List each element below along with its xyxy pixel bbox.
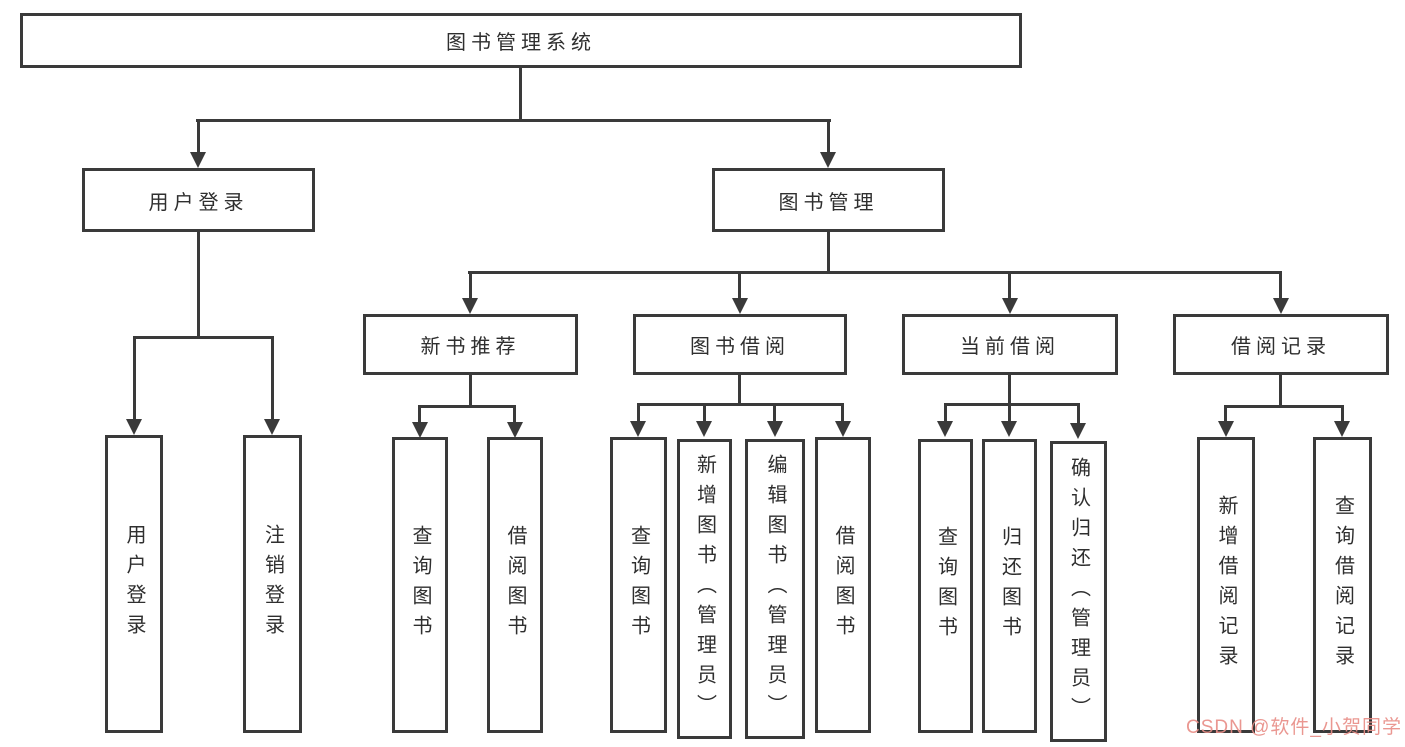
connector-stub xyxy=(773,403,776,423)
node-current-borrow: 当前借阅 xyxy=(902,314,1118,375)
node-new-book-recommend-label: 新书推荐 xyxy=(420,336,521,358)
leaf-user-login: 用户登录 xyxy=(105,435,163,733)
connector-stub xyxy=(1008,403,1011,423)
leaf-bb-edit-books-label: 编辑图书（管理员） xyxy=(764,454,786,724)
node-borrow-records-label: 借阅记录 xyxy=(1231,336,1331,358)
leaf-bb-edit-books: 编辑图书（管理员） xyxy=(745,439,805,739)
connector-stub xyxy=(418,405,421,423)
arrow-down-icon xyxy=(630,421,646,437)
connector-current-borrow-hbar xyxy=(944,403,1080,406)
connector-to-book-management xyxy=(827,119,830,154)
node-user-login: 用户登录 xyxy=(82,168,315,232)
arrow-down-icon xyxy=(1001,421,1017,437)
leaf-logout-label: 注销登录 xyxy=(261,524,284,644)
connector-stub xyxy=(1341,405,1344,423)
arrow-down-icon xyxy=(264,419,280,435)
arrow-down-icon xyxy=(507,422,523,438)
leaf-nb-borrow-books: 借阅图书 xyxy=(487,437,543,733)
connector-book-borrow-stem xyxy=(738,375,741,406)
arrow-down-icon xyxy=(820,152,836,168)
arrow-down-icon xyxy=(190,152,206,168)
connector-book-management-hbar xyxy=(468,271,1282,274)
arrow-down-icon xyxy=(1070,423,1086,439)
leaf-cb-confirm-return: 确认归还（管理员） xyxy=(1050,441,1107,742)
leaf-nb-query-books: 查询图书 xyxy=(392,437,448,733)
connector-stub xyxy=(841,403,844,423)
connector-to-new-book-recommend xyxy=(469,271,472,300)
node-borrow-records: 借阅记录 xyxy=(1173,314,1389,375)
leaf-bb-add-books: 新增图书（管理员） xyxy=(677,439,732,739)
leaf-nb-query-books-label: 查询图书 xyxy=(409,525,431,645)
node-root: 图书管理系统 xyxy=(20,13,1022,68)
leaf-logout: 注销登录 xyxy=(243,435,302,733)
node-user-login-label: 用户登录 xyxy=(148,191,249,214)
leaf-user-login-label: 用户登录 xyxy=(123,524,145,644)
connector-borrow-records-hbar xyxy=(1224,405,1343,408)
connector-new-book-stem xyxy=(469,375,472,408)
connector-new-book-hbar xyxy=(418,405,516,408)
arrow-down-icon xyxy=(1334,421,1350,437)
arrow-down-icon xyxy=(696,421,712,437)
connector-stub xyxy=(637,403,640,423)
node-current-borrow-label: 当前借阅 xyxy=(960,336,1060,358)
connector-book-management-stem xyxy=(827,232,830,274)
leaf-bb-add-books-label: 新增图书（管理员） xyxy=(693,454,716,724)
connector-borrow-records-stem xyxy=(1279,375,1282,408)
connector-to-borrow-records xyxy=(1279,271,1282,300)
watermark: CSDN @软件_小贺同学 xyxy=(1186,717,1402,738)
leaf-br-add-record-label: 新增借阅记录 xyxy=(1215,495,1237,675)
connector-stub xyxy=(944,403,947,423)
arrow-down-icon xyxy=(462,298,478,314)
connector-stub xyxy=(703,403,706,423)
arrow-down-icon xyxy=(835,421,851,437)
connector-user-login-stem xyxy=(197,232,200,339)
arrow-down-icon xyxy=(767,421,783,437)
arrow-down-icon xyxy=(732,298,748,314)
connector-stub xyxy=(1077,403,1080,423)
connector-to-book-borrow xyxy=(738,271,741,300)
leaf-bb-borrow-books: 借阅图书 xyxy=(815,437,871,733)
leaf-cb-query-books: 查询图书 xyxy=(918,439,973,733)
connector-stub xyxy=(513,405,516,423)
arrow-down-icon xyxy=(412,422,428,438)
node-book-borrow-label: 图书借阅 xyxy=(690,336,790,358)
leaf-cb-return-books: 归还图书 xyxy=(982,439,1037,733)
arrow-down-icon xyxy=(1218,421,1234,437)
connector-root-stem xyxy=(519,68,522,121)
leaf-bb-borrow-books-label: 借阅图书 xyxy=(832,525,854,645)
node-new-book-recommend: 新书推荐 xyxy=(363,314,578,375)
node-root-label: 图书管理系统 xyxy=(446,32,596,54)
connector-to-leaf-logout xyxy=(271,336,274,421)
leaf-br-add-record: 新增借阅记录 xyxy=(1197,437,1255,733)
leaf-cb-confirm-return-label: 确认归还（管理员） xyxy=(1067,456,1090,727)
arrow-down-icon xyxy=(1273,298,1289,314)
node-book-management: 图书管理 xyxy=(712,168,945,232)
connector-stub xyxy=(1224,405,1227,423)
arrow-down-icon xyxy=(937,421,953,437)
connector-to-user-login xyxy=(197,119,200,154)
leaf-bb-query-books-label: 查询图书 xyxy=(627,525,650,645)
connector-user-login-hbar xyxy=(133,336,274,339)
connector-book-borrow-hbar xyxy=(637,403,843,406)
leaf-cb-return-books-label: 归还图书 xyxy=(998,526,1021,646)
connector-current-borrow-stem xyxy=(1008,375,1011,406)
leaf-cb-query-books-label: 查询图书 xyxy=(934,526,957,646)
connector-to-leaf-user-login xyxy=(133,336,136,421)
connector-root-hbar xyxy=(196,119,831,122)
leaf-br-query-record: 查询借阅记录 xyxy=(1313,437,1372,733)
node-book-borrow: 图书借阅 xyxy=(633,314,847,375)
leaf-br-query-record-label: 查询借阅记录 xyxy=(1331,495,1354,675)
leaf-bb-query-books: 查询图书 xyxy=(610,437,667,733)
arrow-down-icon xyxy=(1002,298,1018,314)
arrow-down-icon xyxy=(126,419,142,435)
node-book-management-label: 图书管理 xyxy=(778,191,879,214)
leaf-nb-borrow-books-label: 借阅图书 xyxy=(504,525,526,645)
connector-to-current-borrow xyxy=(1008,271,1011,300)
